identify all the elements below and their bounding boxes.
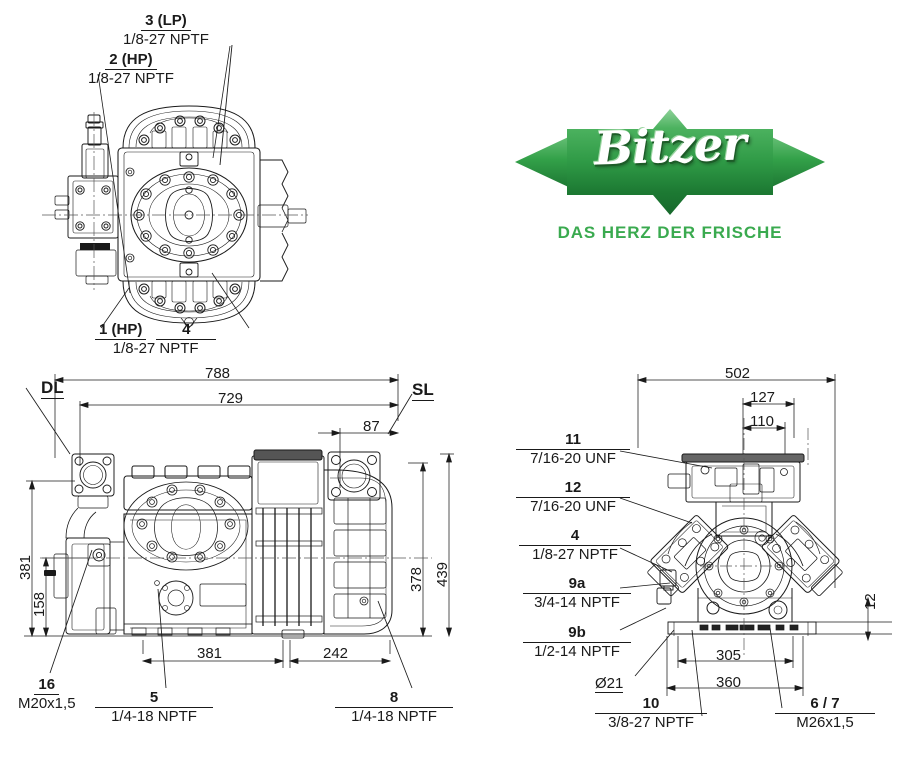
port-label-SL: SL <box>412 380 434 401</box>
crankcase-body <box>117 147 261 282</box>
callout-3: 3 (LP) 1/8-27 NPTF <box>123 13 209 48</box>
service-fittings <box>656 569 677 605</box>
callout-4-end-number: 4 <box>519 528 631 546</box>
discharge-valve-DL <box>65 453 115 539</box>
dimension-lines-end <box>636 374 892 696</box>
motor-end-housing <box>323 469 393 635</box>
callout-11: 11 7/16-20 UNF <box>516 432 630 467</box>
leaders-end <box>619 450 783 717</box>
cylinder-bank-right <box>761 515 843 597</box>
motor-barrel <box>251 449 325 639</box>
callout-9a-spec: 3/4-14 NPTF <box>534 593 620 611</box>
callout-16-spec: M20x1,5 <box>18 694 76 712</box>
callout-8-number: 8 <box>335 690 453 708</box>
callout-16-number: 16 <box>34 677 60 695</box>
brand-logo: Bitzer DAS HERZ DER FRISCHE <box>505 105 835 265</box>
dim-87: 87 <box>363 418 380 435</box>
top-view-drawing <box>42 44 308 329</box>
callout-3-number: 3 (LP) <box>141 13 191 31</box>
callout-9b: 9b 1/2-14 NPTF <box>523 625 631 660</box>
callout-1-number: 1 (HP) <box>95 322 147 340</box>
callout-11-spec: 7/16-20 UNF <box>530 449 616 467</box>
callout-9b-spec: 1/2-14 NPTF <box>534 642 620 660</box>
suction-valve-SL <box>327 451 381 501</box>
terminal-end-cover <box>44 537 125 635</box>
callout-2: 2 (HP) 1/8-27 NPTF <box>88 52 174 87</box>
callout-9a: 9a 3/4-14 NPTF <box>523 576 631 611</box>
logo-wordmark: Bitzer <box>593 116 747 176</box>
side-view-drawing <box>24 374 454 689</box>
dim-158: 158 <box>31 591 48 617</box>
callout-8: 8 1/4-18 NPTF <box>335 690 453 725</box>
callout-2-spec: 1/8-27 NPTF <box>88 69 174 87</box>
port-3-boss <box>179 151 199 167</box>
base-plate <box>667 621 817 636</box>
callout-12-spec: 7/16-20 UNF <box>530 497 616 515</box>
inner-lobe <box>165 186 213 244</box>
dim-127: 127 <box>750 389 776 406</box>
cylinder-head-upper <box>122 105 256 149</box>
callout-6-7: 6 / 7 M26x1,5 <box>775 696 875 731</box>
callout-5-spec: 1/4-18 NPTF <box>111 707 197 725</box>
leader-4 <box>211 272 250 329</box>
callout-5-number: 5 <box>95 690 213 708</box>
dim-788: 788 <box>205 365 231 382</box>
callout-11-number: 11 <box>516 432 630 450</box>
callout-16: 16 M20x1,5 <box>18 677 76 712</box>
callout-8-spec: 1/4-18 NPTF <box>351 707 437 725</box>
leaders-side <box>25 387 413 689</box>
port-label-DL: DL <box>41 378 64 399</box>
dim-360: 360 <box>716 674 742 691</box>
callout-12-number: 12 <box>516 480 630 498</box>
end-view-drawing <box>619 374 892 717</box>
callout-4-end: 4 1/8-27 NPTF <box>519 528 631 563</box>
logo-tagline: DAS HERZ DER FRISCHE <box>557 223 783 242</box>
crankcase-block <box>123 465 253 636</box>
callout-1-spec: 1/8-27 NPTF <box>112 339 199 357</box>
callout-2-number: 2 (HP) <box>105 52 157 70</box>
dim-110: 110 <box>750 413 774 430</box>
port-1-boss <box>179 262 199 278</box>
dim-381-horizontal: 381 <box>197 645 223 662</box>
dim-502: 502 <box>725 365 751 382</box>
dim-12: 12 <box>862 593 879 610</box>
terminal-block <box>54 114 119 285</box>
callout-3-spec: 1/8-27 NPTF <box>123 30 209 48</box>
leader-1 <box>100 287 130 329</box>
callout-6-7-number: 6 / 7 <box>775 696 875 714</box>
hole-note-d21: Ø21 <box>595 675 624 693</box>
bolt-circle <box>133 171 245 259</box>
callout-9b-number: 9b <box>523 625 631 643</box>
callout-10-spec: 3/8-27 NPTF <box>608 713 694 731</box>
callout-10-number: 10 <box>595 696 707 714</box>
dim-729: 729 <box>218 390 244 407</box>
callout-1-and-4: 1 (HP) 4 1/8-27 NPTF <box>95 322 217 357</box>
logo-star-shape <box>515 109 825 215</box>
callout-10: 10 3/8-27 NPTF <box>595 696 707 731</box>
cylinder-bank-left <box>647 515 729 597</box>
cylinder-head-lower <box>122 280 256 329</box>
terminal-box-top <box>667 453 805 503</box>
callout-5: 5 1/4-18 NPTF <box>95 690 213 725</box>
centre-line <box>42 112 308 290</box>
crankcase-lower-body <box>697 588 793 622</box>
centre-lines-end <box>700 418 809 658</box>
dim-439: 439 <box>434 561 451 587</box>
dim-305: 305 <box>716 647 742 664</box>
callout-12: 12 7/16-20 UNF <box>516 480 630 515</box>
callout-4-number: 4 <box>156 322 217 340</box>
callout-6-7-spec: M26x1,5 <box>796 713 854 731</box>
motor-housing-stub <box>257 159 307 282</box>
leader-3 <box>212 45 231 159</box>
dim-242: 242 <box>323 645 349 662</box>
leader-2 <box>97 73 131 294</box>
callout-4-end-spec: 1/8-27 NPTF <box>532 545 618 563</box>
dim-381-vertical: 381 <box>17 554 34 580</box>
dim-378: 378 <box>408 566 425 592</box>
callout-9a-number: 9a <box>523 576 631 594</box>
